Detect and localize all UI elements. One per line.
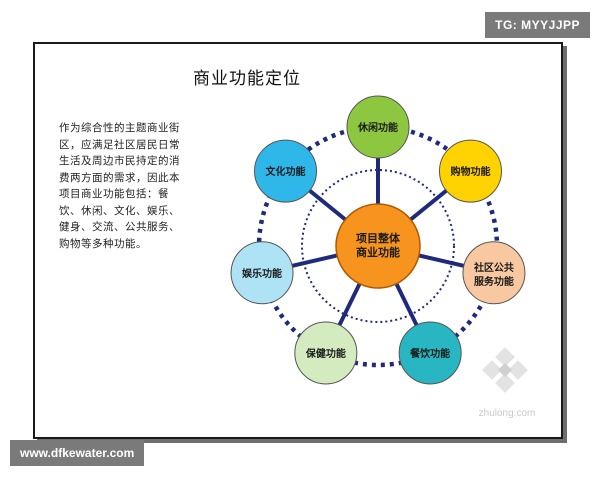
slide-title: 商业功能定位 [193,69,301,89]
node-label-fitness: 保健功能 [305,347,346,360]
zhulong-logo-text: zhulong.com [479,408,536,419]
watermark-bottom: www.dfkewater.com [10,440,145,466]
node-label-shopping: 购物功能 [450,165,490,178]
node-label-leisure: 休闲功能 [357,121,398,134]
node-circle-leisure [346,95,410,159]
center-label-line1: 项目整体 [356,231,401,245]
node-circle-fitness [294,321,358,385]
node-circle-dining [398,321,462,385]
center-label-line2: 商业功能 [356,245,400,259]
node-label-dining: 餐饮功能 [409,347,450,360]
node-label-community: 社区公共 [473,261,514,274]
node-fitness: 保健功能 [294,321,358,385]
watermark-top: TG: MYYJJPP [485,12,590,38]
inner-dotted-ring [301,169,455,323]
node-leisure: 休闲功能 [346,95,410,159]
node-circle-entertainment [230,241,294,305]
node-circle-culture [254,139,318,203]
node-dining: 餐饮功能 [398,321,462,385]
slide-body-text: 作为综合性的主题商业街区，应满足社区居民日常生活及周边市民持定的消费两方面的需求… [59,122,180,250]
zhulong-logo: zhulong.com [479,347,536,419]
node-circle-shopping [438,139,502,203]
slide: 商业功能定位 作为综合性的主题商业街区，应满足社区居民日常生活及周边市民持定的消… [33,42,563,439]
node-label-culture: 文化功能 [266,165,306,178]
node-label-entertainment: 娱乐功能 [242,267,282,280]
node-culture: 文化功能 [254,139,318,203]
node-circle-community [462,241,526,305]
node-entertainment: 娱乐功能 [230,241,294,305]
center-node: 项目整体 商业功能 [335,203,421,289]
node-shopping: 购物功能 [438,139,502,203]
node-label2-community: 服务功能 [474,275,514,288]
